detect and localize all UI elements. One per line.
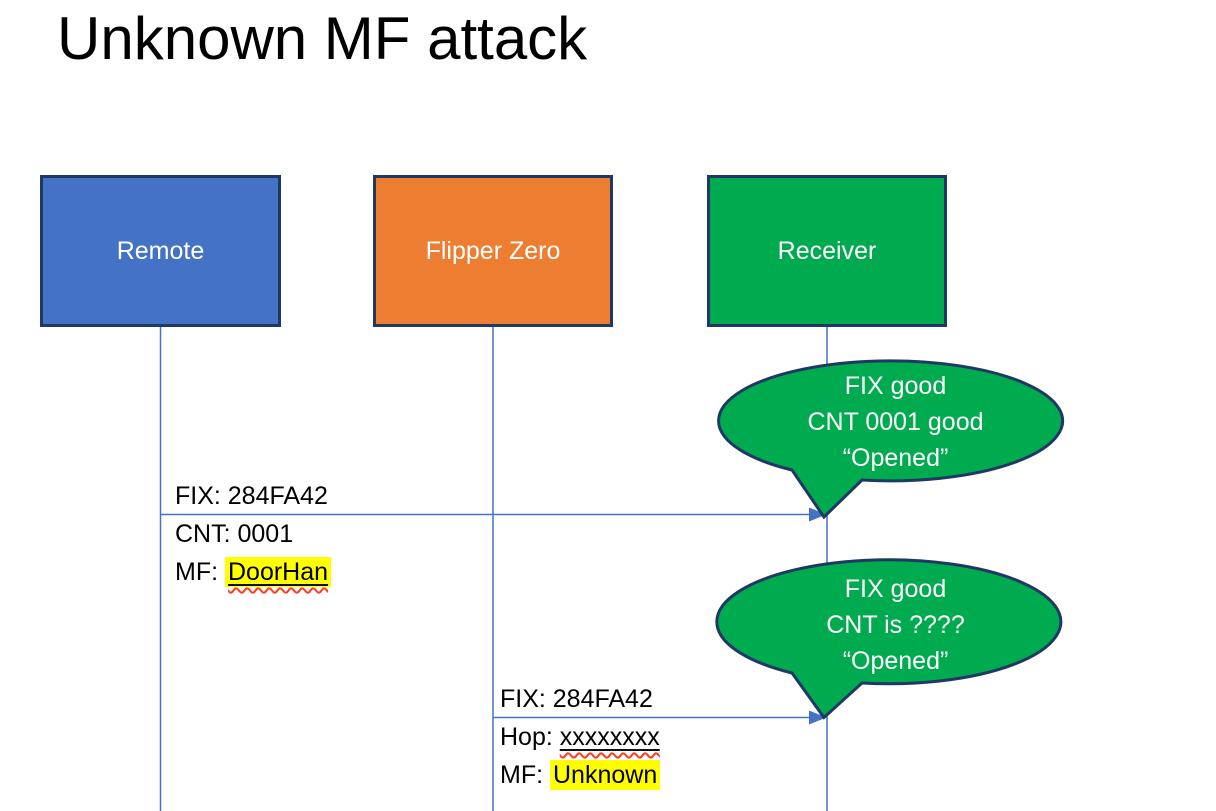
message2-arrowhead (809, 710, 827, 725)
message2-line-above-arrow: FIX: 284FA42 (500, 680, 660, 718)
message2-mf-value: Unknown (553, 761, 658, 789)
callout2-bubble (715, 558, 1063, 720)
spellcheck-squiggle: xxxxxxxx (560, 723, 660, 751)
actor-box-receiver: Receiver (707, 175, 947, 327)
message1-mf-highlight: DoorHan (225, 557, 332, 587)
message2-mf-highlight: Unknown (550, 760, 661, 790)
callout1-bubble (717, 359, 1065, 520)
message1-mf-value: DoorHan (228, 558, 329, 586)
actor-label-flipper-zero: Flipper Zero (425, 236, 561, 265)
message1-line-cnt: CNT: 0001 (175, 515, 331, 553)
message2-labels: FIX: 284FA42 Hop: xxxxxxxx MF: Unknown (500, 680, 661, 794)
spellcheck-squiggle: DoorHan (228, 558, 328, 586)
message2-mf-prefix: MF: (500, 761, 550, 789)
message1-fix-label: FIX: 284FA42 (175, 482, 328, 510)
message2-hop-value: xxxxxxxx (559, 723, 660, 751)
actor-label-remote: Remote (116, 236, 205, 265)
actor-label-receiver: Receiver (777, 236, 877, 265)
message1-line-above-arrow: FIX: 284FA42 (175, 477, 331, 515)
actor-box-flipper-zero: Flipper Zero (373, 175, 613, 327)
message2-fix-label: FIX: 284FA42 (500, 685, 653, 713)
message1-arrowhead (809, 507, 827, 522)
message1-cnt-label: CNT: 0001 (175, 520, 294, 548)
actor-box-remote: Remote (40, 175, 281, 327)
message2-hop-prefix: Hop: (500, 723, 560, 751)
message2-line-hop: Hop: xxxxxxxx (500, 718, 660, 756)
message2-line-mf: MF: Unknown (500, 756, 661, 794)
message1-mf-prefix: MF: (175, 558, 225, 586)
slide-title: Unknown MF attack (57, 5, 588, 72)
message1-labels: FIX: 284FA42 CNT: 0001 MF: DoorHan (175, 477, 332, 591)
message1-line-mf: MF: DoorHan (175, 553, 332, 591)
